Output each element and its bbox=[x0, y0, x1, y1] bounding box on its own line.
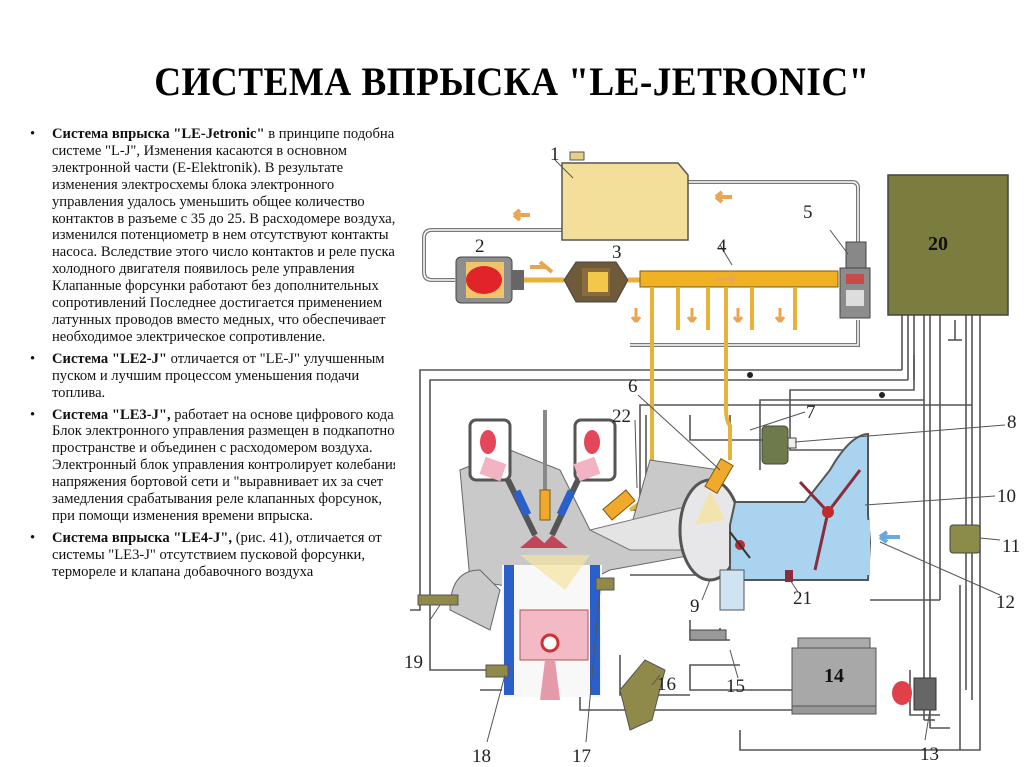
fuel-tank bbox=[561, 151, 689, 241]
label-17: 17 bbox=[572, 746, 591, 767]
label-3: 3 bbox=[612, 242, 622, 263]
spark-plug bbox=[539, 410, 551, 521]
label-16: 16 bbox=[657, 674, 676, 695]
label-6: 6 bbox=[628, 376, 638, 397]
relay bbox=[949, 524, 981, 554]
label-12: 12 bbox=[996, 592, 1015, 613]
label-5: 5 bbox=[803, 202, 813, 223]
ignition-switch bbox=[892, 677, 937, 711]
thermo-time-switch bbox=[689, 569, 745, 641]
label-22: 22 bbox=[612, 406, 631, 427]
bullet-dot: • bbox=[30, 529, 36, 546]
label-21: 21 bbox=[793, 588, 812, 609]
bullet-le2-j: • Система "LE2-J" отличается от "LE-J" ул… bbox=[30, 351, 395, 402]
ecu-block bbox=[887, 174, 1009, 316]
label-9: 9 bbox=[690, 596, 700, 617]
air-flow-meter bbox=[729, 432, 900, 582]
leader-lines bbox=[429, 159, 1006, 743]
label-14: 14 bbox=[824, 665, 844, 687]
pressure-regulator bbox=[839, 241, 871, 319]
label-7: 7 bbox=[806, 402, 816, 423]
bullet-heading: Система "LE2-J" bbox=[52, 350, 167, 367]
flow-arrow-icon bbox=[530, 260, 554, 274]
label-8: 8 bbox=[1007, 412, 1017, 433]
label-4: 4 bbox=[717, 236, 727, 257]
bullet-heading: Система "LE3-J", bbox=[52, 406, 171, 423]
injection-system-diagram: 1 2 3 4 5 6 7 8 9 10 11 12 13 14 15 16 1… bbox=[404, 144, 1020, 767]
bullet-dot: • bbox=[30, 406, 36, 423]
flow-arrow-icon bbox=[512, 208, 530, 222]
label-2: 2 bbox=[475, 236, 485, 257]
flow-arrow-icon bbox=[714, 190, 732, 204]
bullet-le4-j: • Система впрыска "LE4-J", (рис. 41), отл… bbox=[30, 530, 395, 581]
sensor bbox=[417, 577, 615, 678]
fuel-injector bbox=[602, 457, 734, 525]
label-18: 18 bbox=[472, 746, 491, 767]
bullet-heading: Система впрыска "LE-Jetronic" bbox=[52, 126, 265, 142]
fuel-rail bbox=[628, 270, 839, 512]
slide-title: СИСТЕМА ВПРЫСКА "LE-JETRONIC" bbox=[154, 59, 870, 104]
fuel-filter bbox=[563, 261, 629, 303]
distributor bbox=[619, 659, 666, 731]
junction-dot bbox=[879, 392, 885, 398]
cylinder bbox=[502, 555, 602, 700]
bullet-le-jetronic: • Система впрыска "LE-Jetronic" в принцип… bbox=[30, 126, 395, 346]
label-13: 13 bbox=[920, 744, 939, 765]
label-20: 20 bbox=[928, 233, 948, 255]
bullet-dot: • bbox=[30, 126, 36, 142]
bullet-body: (рис. 41), отличается от системы "LE3-J"… bbox=[52, 529, 382, 580]
bullet-body: работает на основе цифрового кода. Блок … bbox=[52, 406, 395, 524]
bullet-body: в принципе подобна системе "L-J", Измене… bbox=[52, 126, 395, 345]
label-1: 1 bbox=[550, 144, 560, 165]
label-11: 11 bbox=[1002, 536, 1020, 557]
bullet-dot: • bbox=[30, 350, 36, 367]
junction-dot bbox=[747, 372, 753, 378]
fuel-pump bbox=[455, 256, 524, 304]
throttle-position-switch bbox=[761, 425, 797, 465]
battery bbox=[791, 637, 877, 715]
flow-arrow-icon bbox=[630, 273, 786, 323]
label-19: 19 bbox=[404, 652, 423, 673]
label-15: 15 bbox=[726, 676, 745, 697]
bullet-heading: Система впрыска "LE4-J", bbox=[52, 529, 233, 546]
bullet-le3-j: • Система "LE3-J", работает на основе циф… bbox=[30, 407, 395, 525]
label-10: 10 bbox=[997, 486, 1016, 507]
text-column: • Система впрыска "LE-Jetronic" в принцип… bbox=[30, 126, 395, 586]
bullet-body: отличается от "LE-J" улучшенным пуском и… bbox=[52, 350, 385, 401]
